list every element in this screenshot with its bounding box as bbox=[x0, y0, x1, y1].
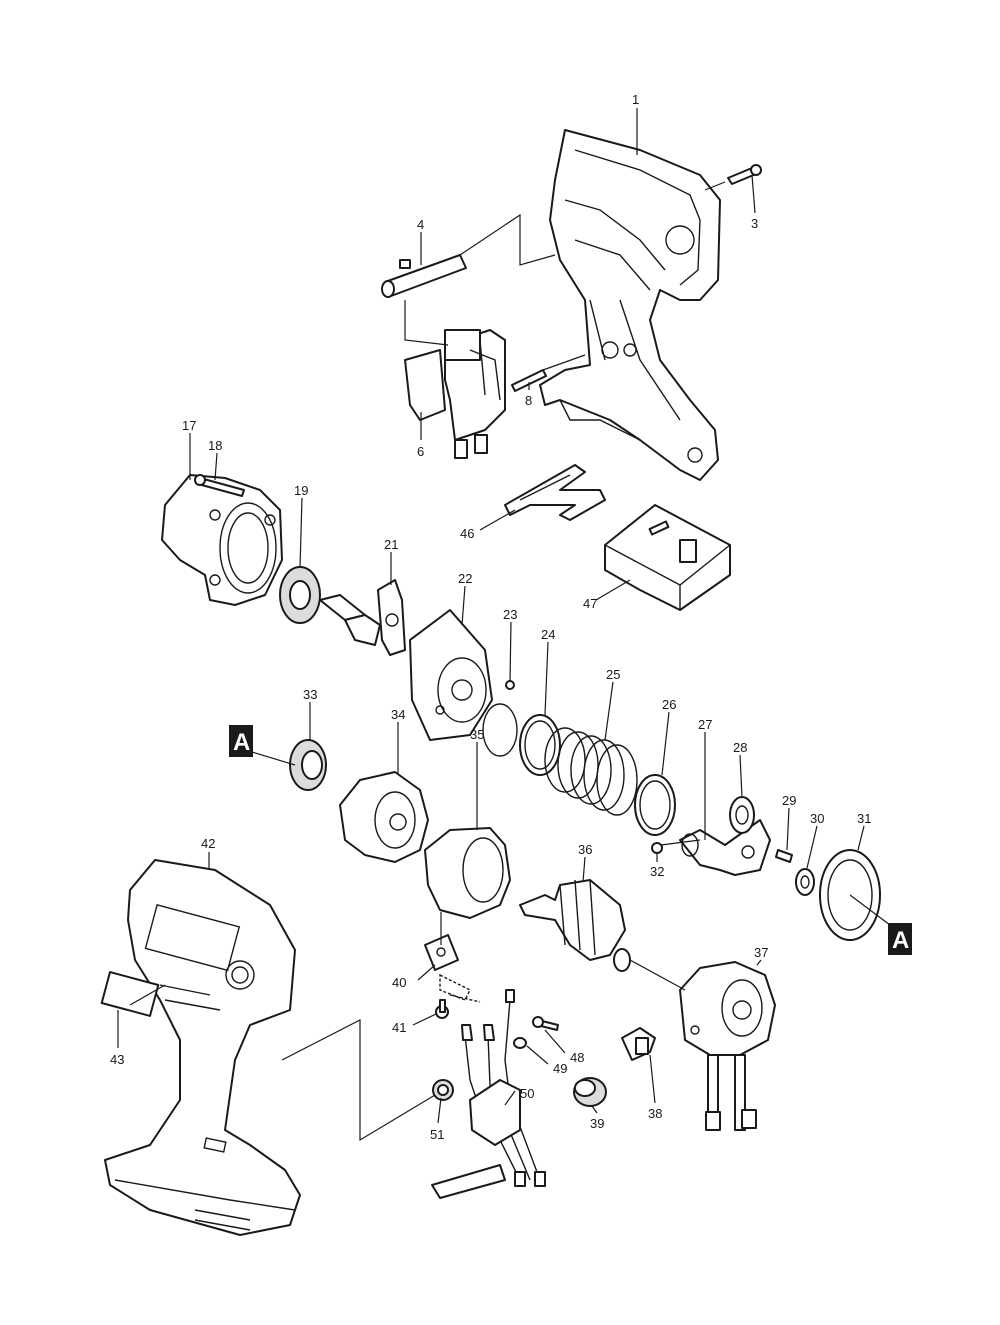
part-32-ball bbox=[651, 842, 663, 854]
part-42-housing bbox=[104, 859, 301, 1236]
callout-49: 49 bbox=[553, 1061, 567, 1076]
part-35-yoke bbox=[424, 827, 511, 919]
part-46-plate bbox=[504, 464, 606, 521]
part-37-motor-housing bbox=[679, 961, 776, 1131]
callout-48: 48 bbox=[570, 1050, 584, 1065]
callout-1: 1 bbox=[632, 92, 639, 107]
part-38-brush bbox=[621, 1027, 656, 1061]
part-21-anvil bbox=[319, 579, 406, 656]
callout-42: 42 bbox=[201, 836, 215, 851]
callout-41: 41 bbox=[392, 1020, 406, 1035]
callout-26: 26 bbox=[662, 697, 676, 712]
part-3-screw bbox=[727, 164, 762, 185]
callout-27: 27 bbox=[698, 717, 712, 732]
part-51-nut bbox=[432, 1079, 454, 1101]
callout-3: 3 bbox=[751, 216, 758, 231]
callout-35: 35 bbox=[470, 727, 484, 742]
callout-17: 17 bbox=[182, 418, 196, 433]
callout-8: 8 bbox=[525, 393, 532, 408]
part-48-screw bbox=[532, 1016, 559, 1031]
callout-37: 37 bbox=[754, 945, 768, 960]
part-26-ring bbox=[634, 774, 676, 836]
part-49-washer bbox=[513, 1037, 527, 1049]
part-6-switch bbox=[404, 329, 506, 459]
callout-39: 39 bbox=[590, 1116, 604, 1131]
callout-34: 34 bbox=[391, 707, 405, 722]
callout-4: 4 bbox=[417, 217, 424, 232]
part-18-screw bbox=[194, 474, 245, 497]
small-components bbox=[439, 973, 481, 1003]
leader-lines bbox=[117, 108, 891, 1142]
callout-23: 23 bbox=[503, 607, 517, 622]
part-19-washer bbox=[279, 566, 321, 624]
part-29-pin bbox=[775, 849, 793, 863]
callout-43: 43 bbox=[110, 1052, 124, 1067]
callout-19: 19 bbox=[294, 483, 308, 498]
part-50-wiring bbox=[431, 989, 546, 1199]
part-25-spring bbox=[544, 727, 638, 816]
callout-22: 22 bbox=[458, 571, 472, 586]
connector-mark-right: A bbox=[888, 923, 912, 955]
callout-29: 29 bbox=[782, 793, 796, 808]
callout-38: 38 bbox=[648, 1106, 662, 1121]
callout-21: 21 bbox=[384, 537, 398, 552]
connector-mark-left: A bbox=[229, 725, 253, 757]
connector-mark-left-text: A bbox=[233, 729, 250, 756]
part-28-gear bbox=[729, 796, 755, 834]
callout-25: 25 bbox=[606, 667, 620, 682]
part-22-hammer bbox=[409, 609, 493, 741]
connector-mark-right-text: A bbox=[892, 927, 909, 954]
callout-30: 30 bbox=[810, 811, 824, 826]
part-47-controller bbox=[604, 504, 731, 611]
callout-31: 31 bbox=[857, 811, 871, 826]
part-33-bearing bbox=[289, 739, 327, 791]
part-4-pin bbox=[381, 254, 467, 298]
callout-51: 51 bbox=[430, 1127, 444, 1142]
callout-18: 18 bbox=[208, 438, 222, 453]
callout-40: 40 bbox=[392, 975, 406, 990]
part-34-gear-housing bbox=[339, 771, 429, 863]
callout-6: 6 bbox=[417, 444, 424, 459]
callout-33: 33 bbox=[303, 687, 317, 702]
part-30-washer bbox=[795, 868, 815, 896]
callout-32: 32 bbox=[650, 864, 664, 879]
part-24-ring bbox=[519, 714, 561, 776]
callout-46: 46 bbox=[460, 526, 474, 541]
callout-28: 28 bbox=[733, 740, 747, 755]
callout-50: 50 bbox=[520, 1086, 534, 1101]
part-8-rod bbox=[511, 369, 547, 392]
part-27-spindle bbox=[679, 819, 771, 876]
callout-labels: 1 3 4 6 8 17 18 19 21 22 23 24 25 26 27 … bbox=[110, 92, 871, 1142]
part-39-cap bbox=[573, 1077, 607, 1107]
callout-47: 47 bbox=[583, 596, 597, 611]
callout-36: 36 bbox=[578, 842, 592, 857]
part-40-plate bbox=[424, 934, 459, 971]
part-43-label bbox=[100, 971, 160, 1017]
part-17-hammer-case bbox=[161, 474, 283, 606]
part-36-rotor bbox=[519, 879, 631, 972]
part-41-screw bbox=[435, 999, 449, 1019]
part-1-housing bbox=[539, 129, 721, 481]
callout-24: 24 bbox=[541, 627, 555, 642]
